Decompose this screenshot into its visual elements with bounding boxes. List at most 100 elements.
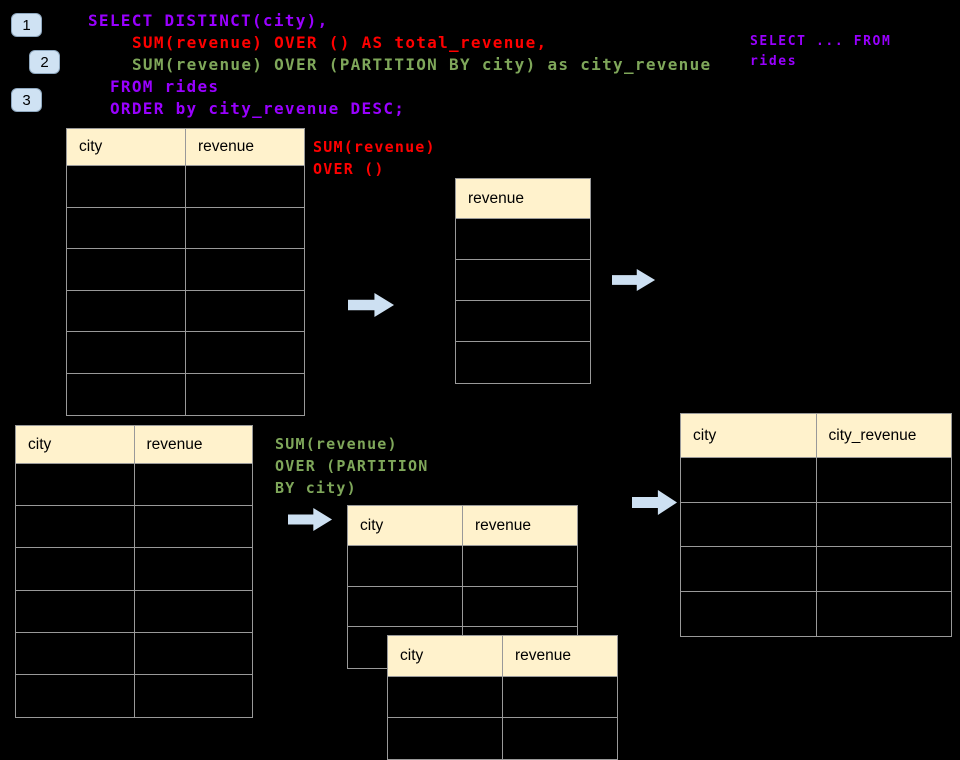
column-header: city xyxy=(388,636,503,677)
table-cell xyxy=(16,464,135,507)
side-note: SELECT ... FROM rides xyxy=(750,32,891,72)
table-cell xyxy=(456,301,590,342)
column-header: revenue xyxy=(456,179,590,219)
table-row xyxy=(456,219,590,260)
table-cell xyxy=(186,332,304,374)
sql-line-order: ORDER by city_revenue DESC; xyxy=(110,99,406,118)
annotation-partition: SUM(revenue) OVER (PARTITION BY city) xyxy=(275,433,428,499)
table-cell xyxy=(186,291,304,332)
table-cell xyxy=(681,547,817,592)
annotation-partition-line3: BY city) xyxy=(275,479,357,497)
table-cell xyxy=(134,464,252,507)
table-header-row: revenue xyxy=(456,179,590,219)
table-row xyxy=(67,373,304,416)
table-cell xyxy=(816,458,951,503)
table-cell xyxy=(16,590,135,633)
table-cell xyxy=(186,166,304,208)
table-cell xyxy=(186,374,304,416)
column-header: city xyxy=(67,129,186,166)
table-cell xyxy=(816,547,951,592)
table-cell xyxy=(135,675,253,717)
table-cell xyxy=(503,718,617,759)
table-row xyxy=(456,301,590,342)
table-row xyxy=(388,718,617,759)
annotation-partition-line2: OVER (PARTITION xyxy=(275,457,429,475)
table-row xyxy=(16,506,252,549)
table-cell xyxy=(681,502,817,547)
table-cell xyxy=(186,208,304,249)
annotation-partition-line1: SUM(revenue) xyxy=(275,435,398,453)
table-row xyxy=(681,502,951,547)
table-row xyxy=(456,342,590,383)
table-row xyxy=(16,674,253,718)
table-cell xyxy=(503,677,617,718)
table-cell xyxy=(134,633,252,675)
table-cell xyxy=(134,591,252,633)
side-note-line1: SELECT ... FROM xyxy=(750,34,892,49)
column-header: revenue xyxy=(186,129,304,166)
column-header: city xyxy=(16,426,135,464)
column-header: revenue xyxy=(463,506,577,546)
column-header: city xyxy=(348,506,463,546)
table-row xyxy=(348,586,577,628)
table-cell xyxy=(67,332,186,374)
table-row xyxy=(67,290,304,332)
table-cell xyxy=(348,586,463,628)
step-badge-3-label: 3 xyxy=(22,91,31,109)
table-cell xyxy=(463,587,577,628)
table-cell xyxy=(388,677,503,718)
table-row xyxy=(681,458,951,503)
sql-query: SELECT DISTINCT(city), SUM(revenue) OVER… xyxy=(88,10,711,120)
table-cell xyxy=(388,718,503,759)
table-cell xyxy=(456,260,590,301)
annotation-total-line2: OVER () xyxy=(313,160,385,178)
annotation-total-revenue: SUM(revenue) OVER () xyxy=(313,136,436,180)
table-cell xyxy=(134,548,252,591)
table-cell xyxy=(463,546,577,587)
table-cell xyxy=(456,219,590,260)
arrow-icon-to-partition-table xyxy=(288,508,333,531)
step-badge-3: 3 xyxy=(11,88,42,112)
table-cell xyxy=(67,207,186,249)
side-note-line2: rides xyxy=(750,54,798,69)
table-row xyxy=(681,547,951,592)
table-cell xyxy=(134,506,252,549)
table-cell xyxy=(67,249,186,291)
table-cell xyxy=(67,290,186,332)
arrow-icon-to-final-table xyxy=(632,490,678,515)
step-badge-1: 1 xyxy=(11,13,42,37)
arrow-icon-from-total-table xyxy=(612,269,656,291)
step-badge-1-label: 1 xyxy=(22,16,31,34)
table-row xyxy=(681,591,952,637)
table-cell xyxy=(681,591,817,636)
table-cell xyxy=(348,546,463,587)
table-row xyxy=(67,332,304,374)
column-header: revenue xyxy=(503,636,617,677)
table-cell xyxy=(16,674,135,718)
step-badge-2: 2 xyxy=(29,50,60,74)
table-row xyxy=(456,260,590,301)
column-header: city xyxy=(681,414,817,458)
table-cell xyxy=(817,592,952,637)
table-cell xyxy=(67,373,186,415)
table-row xyxy=(348,546,577,587)
table-cell xyxy=(681,458,817,503)
step-badge-2-label: 2 xyxy=(40,53,49,71)
table-row xyxy=(67,207,304,249)
sql-line-total: SUM(revenue) OVER () AS total_revenue, xyxy=(132,33,548,52)
sql-line-partition: SUM(revenue) OVER (PARTITION BY city) as… xyxy=(132,55,712,74)
table-cell xyxy=(16,632,135,675)
table-row xyxy=(67,249,304,291)
table-cell xyxy=(16,506,135,549)
table-row xyxy=(67,166,304,208)
table-row xyxy=(388,677,617,718)
table-cell xyxy=(816,503,951,547)
